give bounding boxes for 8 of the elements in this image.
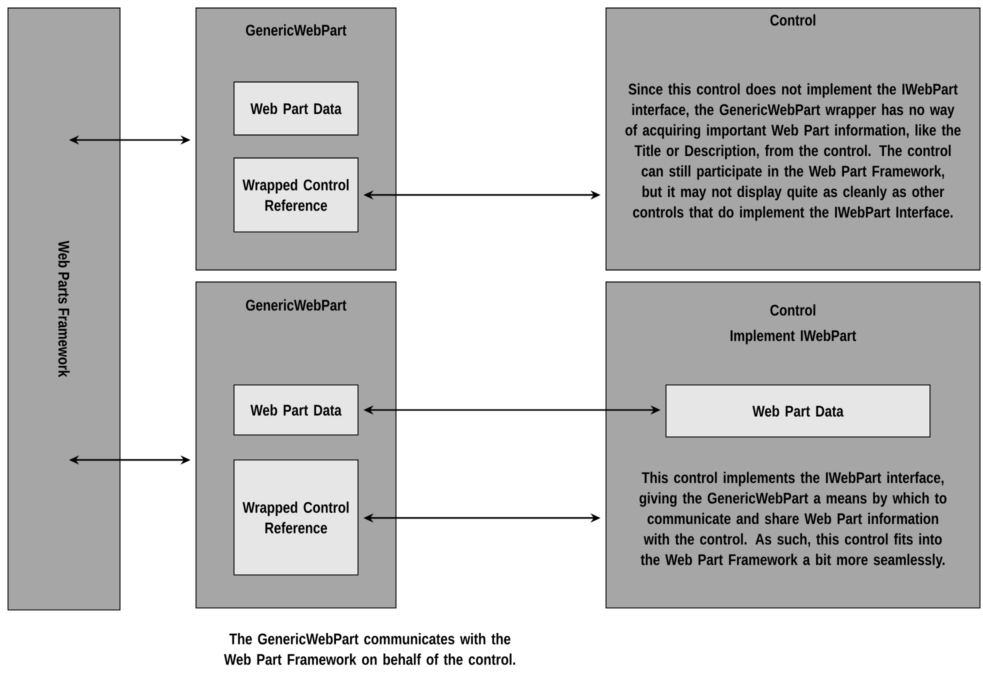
inner-box: Web Part Data [666,384,930,438]
inner-box: Wrapped Control Reference [234,158,358,232]
inner-box: Web Part Data [234,82,358,136]
caption: The GenericWebPart communicates with the Web Part Framework on behalf of the control. [224,633,516,665]
inner-box: Wrapped Control Reference [234,460,358,576]
outer-box: Control Since this control does not implement the IWebPart interface, the GenericWebPart wrapper has no way of acquiring important Web Part information, like the Title or Description, from the control. The control can still participate in the Web Part Framework, but it may not display quite as cleanly as other controls that do implement the IWebPart Interface. [606,8,980,270]
framework-bar: Web Parts Framework [8,8,120,610]
inner-box: Web Part Data [234,384,358,436]
